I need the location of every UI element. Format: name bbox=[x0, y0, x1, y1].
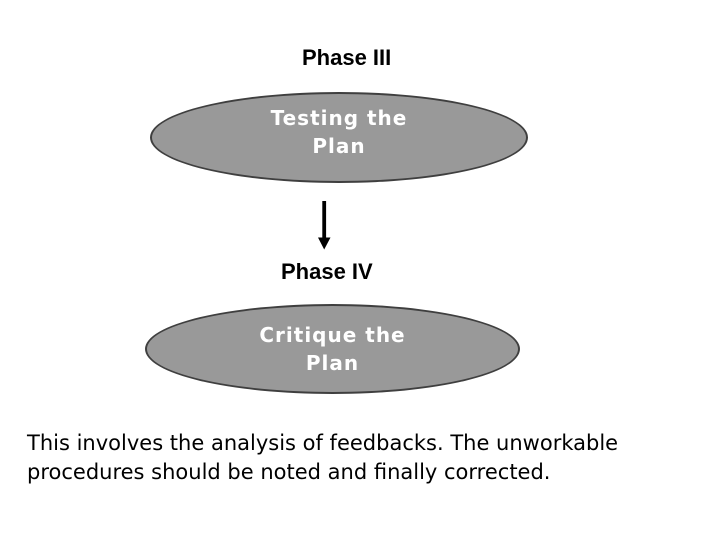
ellipse1-text-line1: Testing the bbox=[270, 105, 408, 130]
critique-the-plan-ellipse: Critique the Plan bbox=[145, 304, 520, 394]
ellipse2-text-line2: Plan bbox=[305, 351, 360, 375]
testing-the-plan-ellipse: Testing the Plan bbox=[150, 92, 528, 183]
phase-iv-heading: Phase IV bbox=[281, 259, 373, 284]
testing-the-plan-text: Testing the Plan bbox=[271, 104, 408, 172]
critique-the-plan-text: Critique the Plan bbox=[259, 321, 405, 377]
down-arrow-icon bbox=[318, 201, 331, 250]
slide-body-paragraph: This involves the analysis of feedbacks.… bbox=[27, 431, 619, 484]
ellipse2-text-line1: Critique the bbox=[259, 323, 406, 347]
phase-iii-heading: Phase III bbox=[302, 45, 392, 70]
ellipse1-text-line2: Plan bbox=[312, 133, 366, 158]
